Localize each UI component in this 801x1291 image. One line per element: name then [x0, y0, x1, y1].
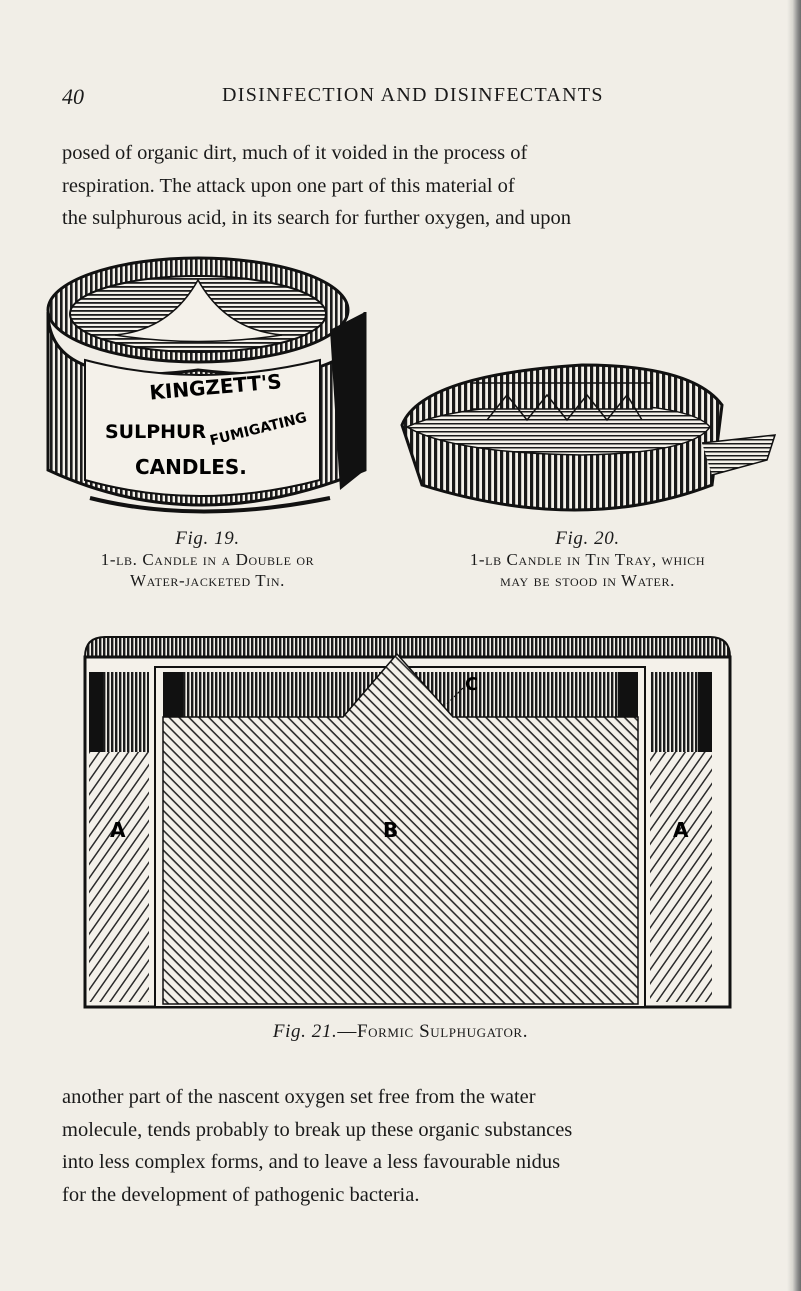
fig-19-number: Fig. 19. — [175, 528, 240, 549]
caption-fig-20: Fig. 20. 1-lb Candle in Tin Tray, which … — [400, 528, 775, 591]
page-number: 40 — [62, 84, 84, 109]
paragraph-top: posed of organic dirt, much of it voided… — [62, 137, 742, 235]
fig-20-caption-line1: 1-lb Candle in Tin Tray, which — [469, 550, 706, 569]
paragraph-bottom: another part of the nascent oxygen set f… — [62, 1081, 742, 1211]
text-line: for the development of pathogenic bacter… — [62, 1183, 420, 1206]
fig-21-number: Fig. 21. — [272, 1021, 338, 1042]
fig-19-caption-line1: 1-lb. Candle in a Double or — [100, 550, 315, 569]
label-c: C — [465, 674, 478, 695]
caption-fig-19: Fig. 19. 1-lb. Candle in a Double or Wat… — [35, 528, 380, 591]
fig-20-caption-line2: may be stood in Water. — [500, 571, 675, 590]
text-line: posed of organic dirt, much of it voided… — [62, 142, 528, 164]
tin-label-line3: CANDLES. — [135, 455, 247, 479]
caption-fig-21: Fig. 21.—Formic Sulphugator. — [0, 1021, 801, 1043]
text-line: into less complex forms, and to leave a … — [62, 1151, 561, 1173]
label-a-right: A — [673, 818, 689, 842]
text-line: respiration. The attack upon one part of… — [62, 174, 515, 197]
text-line: the sulphurous acid, in its search for f… — [62, 207, 571, 229]
fig-20-number: Fig. 20. — [555, 528, 620, 549]
running-title: DISINFECTION AND DISINFECTANTS — [222, 84, 604, 106]
label-b: B — [383, 818, 398, 842]
tin-label-line2a: SULPHUR — [105, 421, 206, 443]
label-a-left: A — [110, 818, 126, 842]
text-line: molecule, tends probably to break up the… — [62, 1118, 573, 1141]
fig-21-caption: —Formic Sulphugator. — [337, 1021, 529, 1042]
figure-21-formic-sulphugator: C A B A — [83, 636, 732, 1009]
page-edge-shadow — [787, 0, 801, 1291]
fig-19-caption-line2: Water-jacketed Tin. — [129, 571, 285, 590]
figure-20-tin-tray — [400, 363, 777, 512]
text-line: another part of the nascent oxygen set f… — [62, 1086, 536, 1108]
figure-19-candle-tin: KINGZETT'S SULPHUR FUMIGATING CANDLES. — [46, 256, 367, 514]
